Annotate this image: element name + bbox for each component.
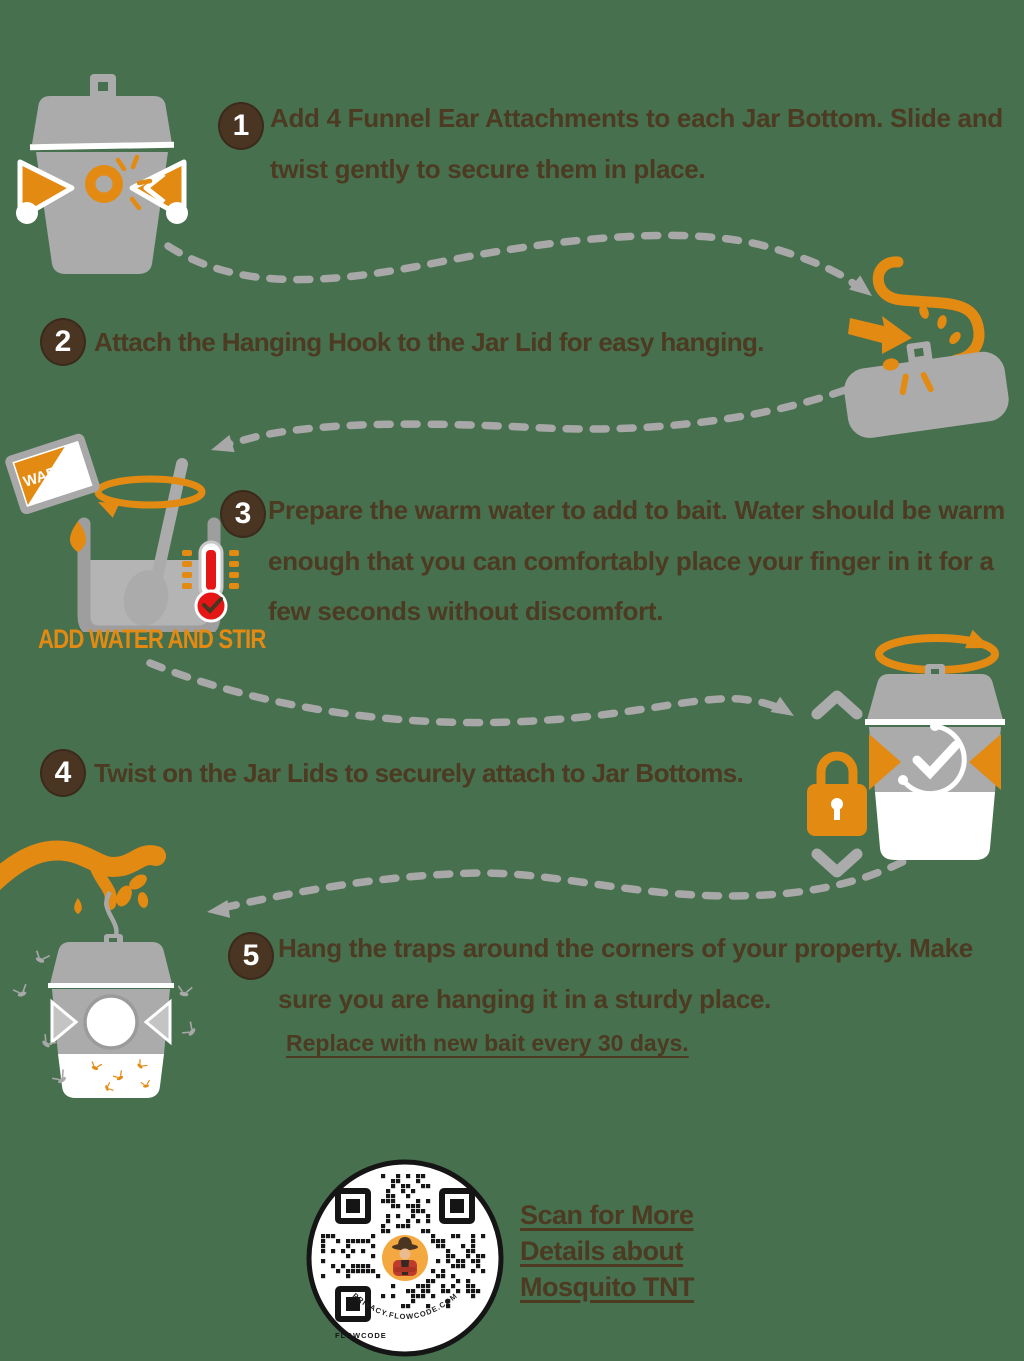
funnel-ear-left-icon: [16, 159, 75, 224]
farmer-logo: [378, 1231, 432, 1285]
arrowhead-3: [770, 696, 794, 716]
step-5-number: 5: [242, 939, 260, 972]
arrowhead-4: [207, 900, 231, 918]
warm-bait-packet-icon: WARM: [5, 433, 100, 515]
step-3-number: 3: [234, 497, 252, 530]
funnel-ring-icon: [85, 165, 123, 203]
sparkle-icon: [115, 154, 153, 211]
step-2-number: 2: [54, 325, 72, 358]
attach-arrow-icon: [848, 316, 912, 354]
check-icon: [202, 597, 223, 614]
dashed-arrow-3: [146, 659, 786, 727]
drop-icon: [69, 521, 87, 553]
qr-finder-top-left: [335, 1188, 371, 1224]
cta-line-3: Mosquito TNT: [520, 1272, 694, 1302]
hook-line: [104, 890, 119, 937]
thermometer-icon: [182, 540, 239, 623]
funnel-ear-right-icon: [969, 734, 1001, 790]
qr-pattern: FLOWCODE PRIVACY.FLOWCODE.COM: [306, 1159, 504, 1357]
jar-lid-hook-illustration: [844, 256, 1009, 438]
jar-lid: [867, 674, 1003, 720]
step-1-number: 1: [232, 109, 250, 142]
arrowhead-1: [849, 275, 872, 296]
jar-body-bottom: [875, 792, 995, 860]
step-2-text: Attach the Hanging Hook to the Jar Lid f…: [94, 327, 765, 357]
jar-body: [36, 152, 168, 274]
cta-line-2: Details about: [520, 1236, 684, 1266]
step-2-badge: 2: [40, 318, 86, 366]
step-1-text: Add 4 Funnel Ear Attachments to each Jar…: [270, 103, 1003, 184]
dashed-arrow-4: [218, 832, 954, 912]
hanging-trap-illustration: [0, 840, 199, 1098]
funnel-ear-left-icon: [869, 734, 901, 790]
branch-icon: [0, 840, 166, 914]
trap-jar: [48, 942, 174, 1098]
mixing-container-icon: [77, 517, 221, 632]
twist-jar-illustration: [807, 629, 1005, 878]
step-1-badge: 1: [218, 102, 264, 150]
step-3-text: Prepare the warm water to add to bait. W…: [268, 495, 1005, 627]
qr-cta: Scan for More Details about Mosquito TNT: [520, 1200, 694, 1308]
qr-finder-top-right: [439, 1188, 475, 1224]
jar-bottom-illustration: [16, 74, 188, 274]
step-4-number: 4: [54, 756, 72, 789]
twist-arrow-icon: [875, 629, 999, 674]
padlock-icon: [807, 751, 867, 836]
hook-tab-icon: [90, 74, 116, 100]
jar-lid: [32, 96, 172, 144]
qr-finder-bottom-left: [335, 1286, 371, 1322]
step-3-badge: 3: [220, 490, 266, 538]
sparkle-icon: [919, 305, 961, 345]
stir-arrow-icon: [94, 475, 206, 518]
add-water-caption: ADD WATER AND STIR: [38, 624, 266, 654]
step-5-text: Hang the traps around the corners of you…: [278, 933, 973, 1014]
replace-bait-note: Replace with new bait every 30 days.: [286, 1030, 689, 1056]
chevron-up-icon: [811, 690, 863, 720]
step-5-badge: 5: [228, 932, 274, 980]
jar-lid-icon: [844, 341, 1009, 438]
dashed-arrow-1: [164, 231, 862, 292]
trap-window: [83, 994, 139, 1050]
hanging-hook-icon: [872, 256, 985, 366]
arrowhead-2: [211, 434, 235, 453]
step-4-text: Twist on the Jar Lids to securely attach…: [94, 758, 744, 788]
secure-check-icon: [898, 721, 967, 797]
qr-code: FLOWCODE PRIVACY.FLOWCODE.COM: [305, 1158, 505, 1361]
chevron-down-icon: [811, 848, 863, 878]
step-4-badge: 4: [40, 749, 86, 797]
funnel-ear-right-icon: [129, 159, 188, 224]
flowcode-brand: FLOWCODE: [335, 1331, 387, 1340]
cta-line-1: Scan for More: [520, 1200, 694, 1230]
add-water-illustration: WARM: [5, 433, 239, 632]
dashed-arrow-2: [218, 386, 849, 450]
